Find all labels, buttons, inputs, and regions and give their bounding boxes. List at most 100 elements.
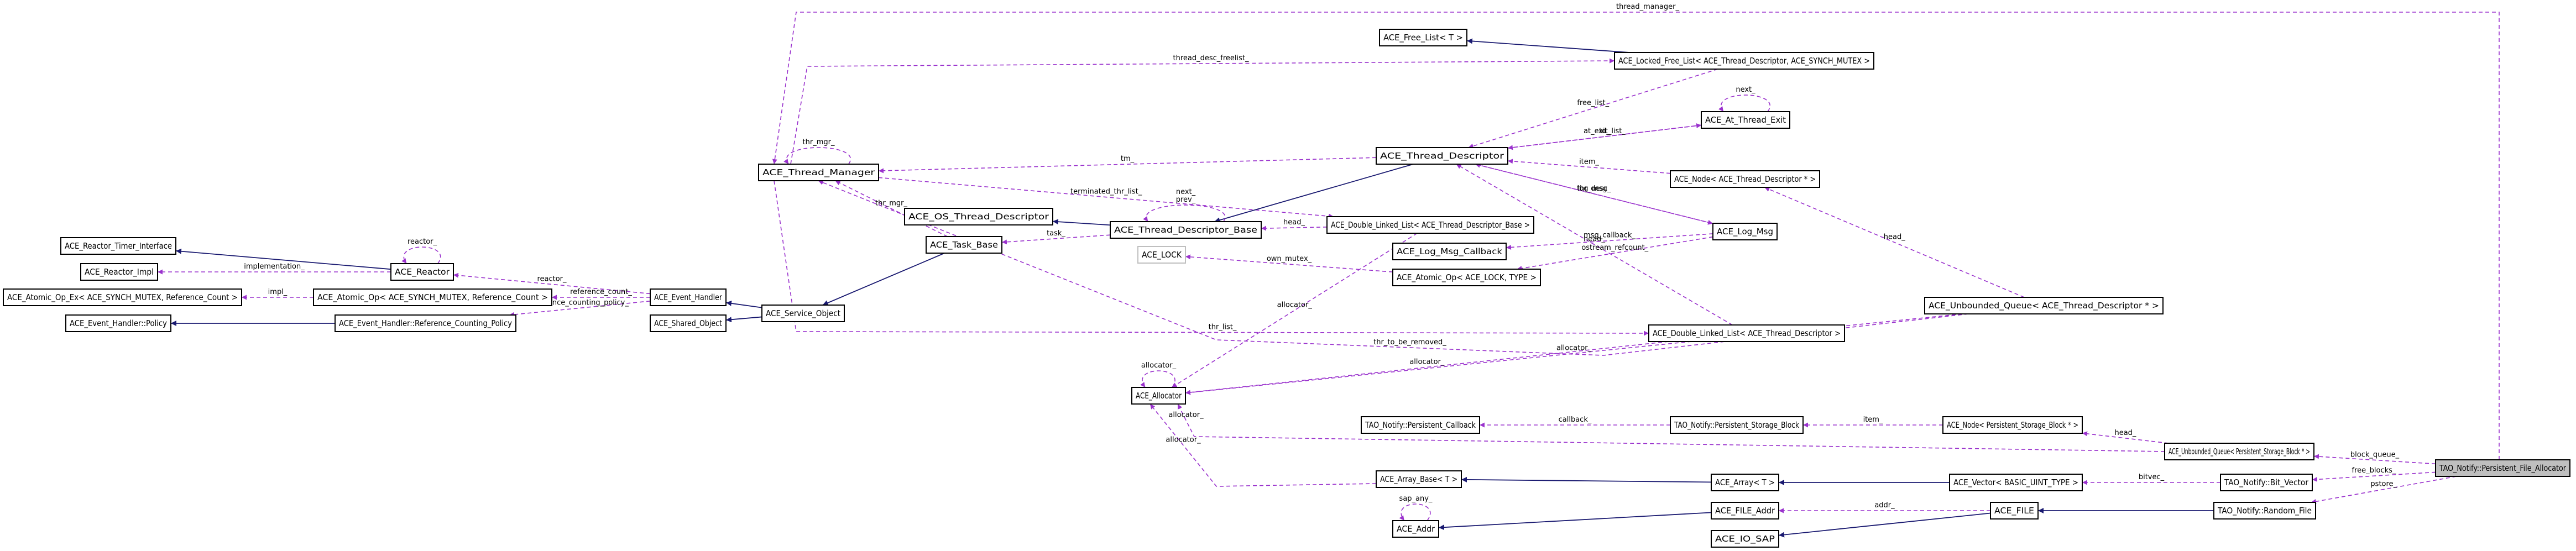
edge-log_msg-to-log_msg_callback: msg_callback_ bbox=[1506, 232, 1713, 250]
edge-at_thread_exit-to-thread_descriptor: td_ bbox=[1507, 124, 1702, 150]
nodes-layer: ACE_Free_List< T > ACE_Locked_Free_List< … bbox=[3, 29, 2570, 548]
edge-label: reactor_ bbox=[407, 238, 437, 246]
edge-line bbox=[1001, 234, 1111, 245]
edge-allocator-to-allocator: allocator_ bbox=[1140, 361, 1177, 388]
edge-line bbox=[783, 147, 851, 165]
node-box bbox=[1924, 297, 2164, 314]
node-label: ACE_FILE bbox=[1994, 506, 2034, 516]
node-addr[interactable]: ACE_Addr bbox=[1392, 520, 1439, 538]
edge-td_base-to-os_thread_descriptor bbox=[1052, 219, 1111, 226]
node-box bbox=[650, 314, 727, 332]
edge-thread_manager-to-thread_manager: thr_mgr_ bbox=[783, 138, 851, 165]
node-uq-psb[interactable]: ACE_Unbounded_Queue< Persistent_Storage_… bbox=[2164, 443, 2314, 460]
edge-label: at_exit_list_ bbox=[1584, 127, 1626, 135]
node-task-base[interactable]: ACE_Task_Base bbox=[926, 236, 1002, 254]
node-atomic-op-mutex[interactable]: ACE_Atomic_Op< ACE_SYNCH_MUTEX, Referenc… bbox=[313, 288, 552, 306]
node-atomic-op-ex[interactable]: ACE_Atomic_Op_Ex< ACE_SYNCH_MUTEX, Refer… bbox=[3, 288, 242, 306]
node-label: ACE_Addr bbox=[1397, 524, 1435, 534]
node-persistent-storage-block[interactable]: TAO_Notify::Persistent_Storage_Block bbox=[1670, 416, 1804, 434]
node-vector[interactable]: ACE_Vector< BASIC_UINT_TYPE > bbox=[1949, 474, 2083, 491]
node-label: ACE_LOCK bbox=[1142, 250, 1182, 260]
edge-label: free_blocks_ bbox=[2352, 466, 2396, 475]
node-box bbox=[1376, 470, 1462, 488]
edge-dll_base-to-td_base: head_ bbox=[1261, 218, 1328, 231]
node-reactor[interactable]: ACE_Reactor bbox=[390, 263, 454, 281]
node-array[interactable]: ACE_Array< T > bbox=[1711, 474, 1779, 491]
node-dll-base[interactable]: ACE_Double_Linked_List< ACE_Thread_Descr… bbox=[1326, 216, 1534, 234]
node-thread-descriptor[interactable]: ACE_Thread_Descriptor bbox=[1376, 147, 1508, 165]
node-ref-counting-policy[interactable]: ACE_Event_Handler::Reference_Counting_Po… bbox=[335, 314, 516, 332]
edge-label: impl_ bbox=[268, 288, 288, 296]
node-reactor-timer-interface[interactable]: ACE_Reactor_Timer_Interface bbox=[60, 237, 176, 255]
edge-line bbox=[1507, 123, 1702, 149]
node-label: ACE_Thread_Descriptor_Base bbox=[1114, 225, 1257, 235]
edge-label: thr_desc_ bbox=[1577, 185, 1611, 193]
node-label: ACE_Array_Base< T > bbox=[1380, 474, 1457, 485]
node-reactor-impl[interactable]: ACE_Reactor_Impl bbox=[80, 263, 158, 281]
edge-line bbox=[1456, 164, 1733, 326]
node-pfa[interactable]: TAO_Notify::Persistent_File_Allocator bbox=[2435, 459, 2570, 477]
node-box bbox=[650, 288, 727, 306]
node-allocator[interactable]: ACE_Allocator bbox=[1131, 387, 1186, 405]
edge-line bbox=[1140, 370, 1175, 388]
edge-pfa-to-random_file: pstore_ bbox=[2311, 476, 2457, 504]
node-file[interactable]: ACE_FILE bbox=[1990, 502, 2039, 519]
edge-event_handler-to-atomic_op_mutex: reference_count_ bbox=[552, 288, 650, 300]
node-policy[interactable]: ACE_Event_Handler::Policy bbox=[65, 314, 171, 332]
edge-line bbox=[1052, 219, 1111, 226]
edge-line bbox=[1261, 225, 1328, 231]
node-log-msg-callback[interactable]: ACE_Log_Msg_Callback bbox=[1392, 243, 1507, 260]
node-box bbox=[3, 288, 242, 306]
edge-line bbox=[1461, 476, 1712, 483]
node-free-list[interactable]: ACE_Free_List< T > bbox=[1379, 29, 1467, 46]
node-io-sap[interactable]: ACE_IO_SAP bbox=[1711, 530, 1779, 548]
node-ace-lock[interactable]: ACE_LOCK bbox=[1137, 246, 1186, 264]
node-dll-td[interactable]: ACE_Double_Linked_List< ACE_Thread_Descr… bbox=[1648, 324, 1845, 342]
node-label: TAO_Notify::Random_File bbox=[2217, 506, 2312, 516]
node-box bbox=[1110, 221, 1262, 239]
node-persistent-callback[interactable]: TAO_Notify::Persistent_Callback bbox=[1361, 416, 1480, 434]
node-uq-td[interactable]: ACE_Unbounded_Queue< ACE_Thread_Descript… bbox=[1924, 297, 2164, 314]
node-label: ACE_Shared_Object bbox=[654, 318, 722, 329]
node-box bbox=[1670, 416, 1804, 434]
node-node-td[interactable]: ACE_Node< ACE_Thread_Descriptor * > bbox=[1670, 170, 1820, 188]
edge-label: thr_list_ bbox=[1209, 323, 1237, 332]
edge-log_msg-to-atomic_op_lock: ostream_refcount_ bbox=[1517, 236, 1713, 271]
edge-uq_psb-to-allocator: allocator_ bbox=[1168, 403, 2165, 452]
node-label: ACE_Locked_Free_List< ACE_Thread_Descrip… bbox=[1618, 56, 1870, 66]
node-atomic-op-lock[interactable]: ACE_Atomic_Op< ACE_LOCK, TYPE > bbox=[1392, 269, 1541, 286]
node-bit-vector[interactable]: TAO_Notify::Bit_Vector bbox=[2220, 474, 2313, 491]
node-node-psb[interactable]: ACE_Node< Persistent_Storage_Block * > bbox=[1942, 416, 2083, 434]
edge-line bbox=[1399, 503, 1431, 521]
node-label: ACE_Array< T > bbox=[1715, 477, 1775, 488]
edge-line bbox=[1475, 164, 1713, 225]
node-shared-object[interactable]: ACE_Shared_Object bbox=[650, 314, 727, 332]
node-log-msg[interactable]: ACE_Log_Msg bbox=[1712, 223, 1778, 240]
node-label: ACE_Atomic_Op< ACE_LOCK, TYPE > bbox=[1397, 272, 1537, 283]
node-at-thread-exit[interactable]: ACE_At_Thread_Exit bbox=[1701, 111, 1790, 129]
node-array-base[interactable]: ACE_Array_Base< T > bbox=[1376, 470, 1462, 488]
edge-label: ostream_refcount_ bbox=[1581, 244, 1648, 252]
edge-label: allocator_ bbox=[1277, 301, 1313, 309]
node-file-addr[interactable]: ACE_FILE_Addr bbox=[1711, 502, 1779, 519]
edge-node_psb-to-persistent_storage_block: item_ bbox=[1803, 416, 1943, 428]
node-box bbox=[1648, 324, 1845, 342]
edge-line bbox=[175, 248, 391, 270]
node-locked-free-list[interactable]: ACE_Locked_Free_List< ACE_Thread_Descrip… bbox=[1614, 52, 1874, 70]
node-box bbox=[926, 236, 1002, 254]
node-label: ACE_Reactor_Timer_Interface bbox=[65, 241, 172, 251]
edge-line bbox=[1149, 403, 1377, 487]
node-thread-manager[interactable]: ACE_Thread_Manager bbox=[758, 164, 879, 181]
edge-pfa-to-thread_manager: thread_manager_ bbox=[772, 3, 2500, 460]
node-event-handler[interactable]: ACE_Event_Handler bbox=[650, 288, 727, 306]
node-box bbox=[1949, 474, 2083, 491]
node-box bbox=[1392, 243, 1507, 260]
node-random-file[interactable]: TAO_Notify::Random_File bbox=[2213, 502, 2316, 519]
edge-label: msg_callback_ bbox=[1584, 232, 1636, 240]
edge-reactor-to-reactor: reactor_ bbox=[401, 238, 441, 264]
edge-line bbox=[401, 246, 441, 264]
node-service-object[interactable]: ACE_Service_Object bbox=[761, 305, 845, 322]
node-os-thread-descriptor[interactable]: ACE_OS_Thread_Descriptor bbox=[904, 208, 1053, 225]
edge-label: pstore_ bbox=[2370, 480, 2397, 489]
node-td-base[interactable]: ACE_Thread_Descriptor_Base bbox=[1110, 221, 1262, 239]
